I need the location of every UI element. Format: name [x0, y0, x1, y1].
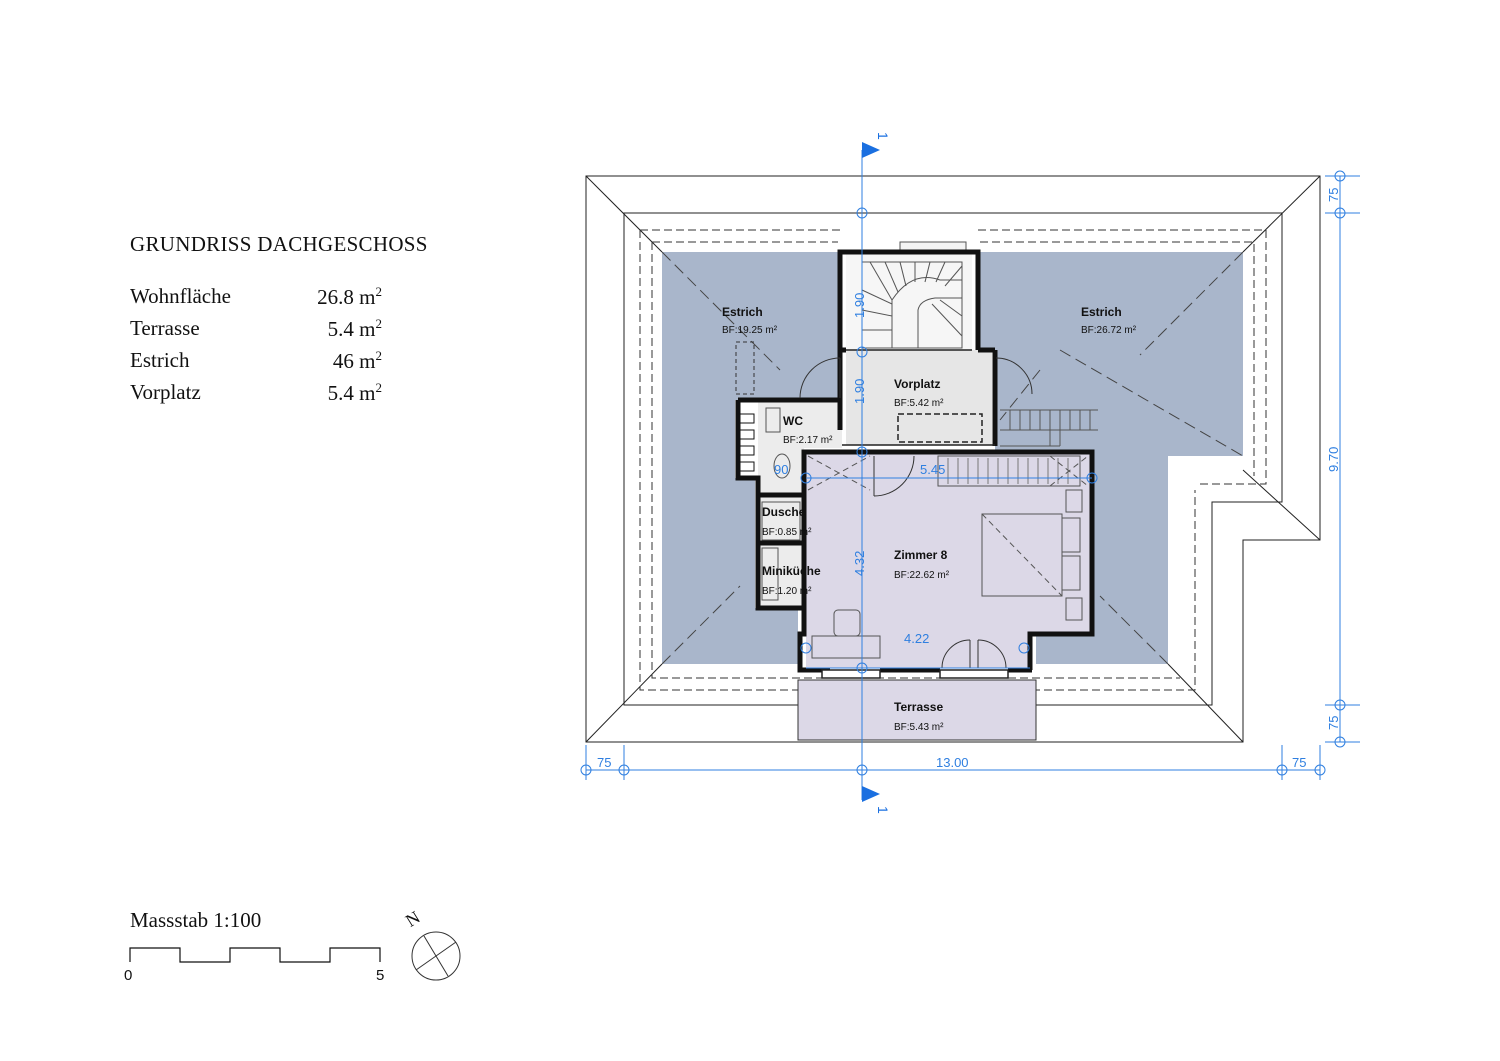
room-area-vorplatz: BF:5.42 m² [894, 398, 944, 409]
dimension-lines [585, 150, 1360, 800]
room-area-dusche: BF:0.85 m² [762, 527, 812, 538]
room-floors [758, 254, 1090, 741]
dimension-eave-right: 75 [1292, 755, 1306, 770]
north-arrow-icon [411, 931, 461, 981]
estrich-left-area [662, 252, 840, 664]
zimmer-floor [806, 452, 1090, 668]
area-label: Wohnfläche [130, 284, 231, 308]
scale-start-label: 0 [124, 967, 132, 984]
room-name-estrich-left: Estrich [722, 305, 763, 319]
walls [735, 249, 1095, 673]
stair-floor [846, 254, 972, 350]
area-label: Vorplatz [130, 380, 201, 404]
wet-rooms-floor [758, 448, 804, 608]
area-value: 26.8 m2 [317, 284, 382, 309]
area-row: Estrich 46 m2 [130, 348, 390, 380]
section-marker-bottom: 1 [875, 806, 891, 814]
scale-bar [129, 947, 381, 963]
attic-areas [662, 252, 1243, 664]
wc-floor [758, 402, 842, 448]
estrich-right-area [978, 252, 1243, 664]
dimension-stair-upper: 1.90 [852, 293, 867, 318]
room-name-minikueche: Miniküche [762, 564, 821, 578]
room-area-estrich-left: BF:19.25 m² [722, 325, 778, 336]
doors [735, 341, 1033, 669]
area-label: Terrasse [130, 316, 200, 340]
dimension-door-width: 90 [774, 462, 788, 477]
chair [833, 609, 861, 637]
thin-partitions [821, 349, 1009, 679]
area-summary-table: Wohnfläche 26.8 m2 Terrasse 5.4 m2 Estri… [130, 284, 390, 412]
toilet [773, 453, 791, 479]
scale-label: Massstab 1:100 [130, 908, 262, 932]
dimension-eave-bottom: 75 [1326, 716, 1341, 730]
attic-hip-lines [661, 251, 1244, 665]
room-name-terrasse: Terrasse [894, 700, 943, 714]
area-row: Wohnfläche 26.8 m2 [130, 284, 390, 316]
area-value: 5.4 m2 [327, 316, 382, 341]
area-row: Terrasse 5.4 m2 [130, 316, 390, 348]
dimension-room-width-bottom: 4.22 [904, 631, 929, 646]
room-name-wc: WC [783, 414, 803, 428]
dimension-eave-left: 75 [597, 755, 611, 770]
dimension-overall-depth: 9.70 [1326, 447, 1341, 472]
vorplatz-floor [846, 350, 992, 445]
room-name-vorplatz: Vorplatz [894, 377, 940, 391]
dimension-overall-width: 13.00 [936, 755, 969, 770]
room-area-estrich-right: BF:26.72 m² [1081, 325, 1137, 336]
area-value: 46 m2 [332, 348, 382, 373]
terrasse-floor [797, 679, 1037, 741]
area-value: 5.4 m2 [327, 380, 382, 405]
roof-outline [585, 175, 1321, 743]
room-name-dusche: Dusche [762, 505, 806, 519]
room-area-terrasse: BF:5.43 m² [894, 722, 944, 733]
plan-title: GRUNDRISS DACHGESCHOSS [130, 232, 428, 256]
furniture [761, 407, 1089, 659]
dimension-room-height: 4.32 [852, 551, 867, 576]
window-blocks [739, 413, 755, 472]
bed [981, 513, 1063, 597]
dimension-stair-lower: 1.90 [852, 379, 867, 404]
section-markers [862, 142, 880, 802]
north-label: N [402, 907, 424, 931]
room-area-zimmer: BF:22.62 m² [894, 570, 950, 581]
room-area-wc: BF:2.17 m² [783, 435, 833, 446]
area-row: Vorplatz 5.4 m2 [130, 380, 390, 412]
scale-end-label: 5 [376, 967, 384, 984]
section-marker-top: 1 [875, 132, 891, 140]
room-name-estrich-right: Estrich [1081, 305, 1122, 319]
dimension-room-width-top: 5.45 [920, 462, 945, 477]
area-label: Estrich [130, 348, 190, 372]
room-area-minikueche: BF:1.20 m² [762, 586, 812, 597]
dimension-markers [580, 170, 1346, 776]
room-name-zimmer: Zimmer 8 [894, 548, 948, 562]
dimension-eave-top: 75 [1326, 188, 1341, 202]
